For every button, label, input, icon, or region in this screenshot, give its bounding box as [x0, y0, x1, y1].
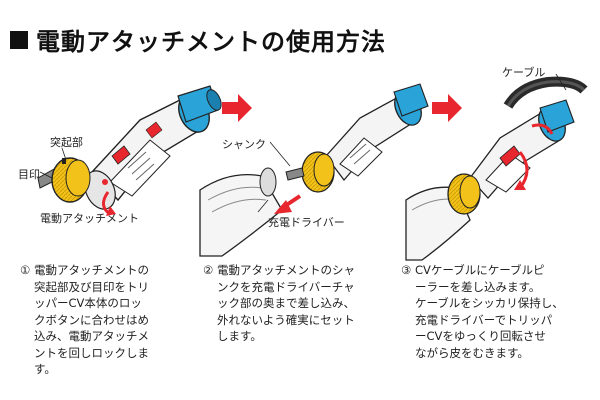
illustration [37, 73, 588, 261]
title-block: 電動アタッチメントの使用方法 [10, 22, 386, 57]
next-arrow-1 [222, 94, 252, 122]
step2-illustration [199, 83, 429, 257]
step-3-number: ③ [401, 263, 412, 277]
stripper-tool-1 [84, 85, 222, 210]
label-driver: 充電ドライバー [268, 216, 345, 229]
label-shank: シャンク [222, 138, 266, 151]
title-square-icon [10, 30, 28, 49]
step-1-number: ① [20, 263, 31, 277]
step-2-number: ② [203, 263, 214, 277]
page-title: 電動アタッチメントの使用方法 [36, 28, 386, 56]
step-2-text: 電動アタッチメントのシャ ンクを充電ドライバーチャ ック部の奥まで差し込み、 外… [217, 263, 355, 343]
label-marker: 目印 [18, 168, 40, 181]
step-3-text: CVケーブルにケーブルピ ーラーを差し込みます。 ケーブルをシッカリ保持し、 充… [415, 263, 564, 360]
next-arrow-2 [432, 94, 462, 122]
step-1-text: 電動アタッチメントの 突起部及び目印をトリ ッパーCV本体のロッ クボタンに合わ… [34, 263, 149, 376]
label-attachment: 電動アタッチメント [40, 212, 139, 225]
step3-illustration [405, 73, 588, 261]
label-cable: ケーブル [502, 66, 546, 79]
label-protrusion: 突起部 [50, 136, 83, 149]
step1-illustration [37, 85, 222, 216]
yellow-attachment-1 [37, 157, 91, 203]
